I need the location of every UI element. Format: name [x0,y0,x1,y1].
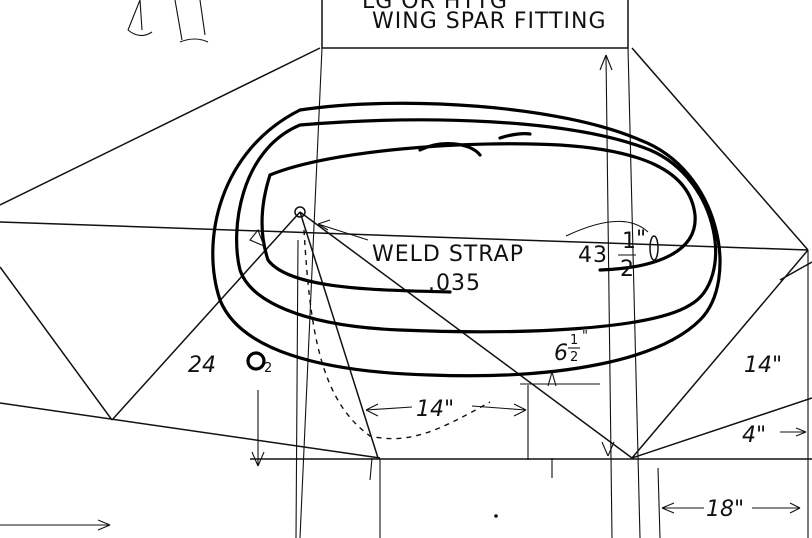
weld-end-marker [649,235,659,261]
dimension-14-horizontal: 14" [365,397,527,422]
vertical-reference-lines [257,47,809,538]
dimension-18: 18" [661,497,801,522]
stray-dot [494,514,498,518]
dim-6-den: 2 [570,350,578,365]
dimension-43: 43 1 2 " [578,54,647,457]
title-line-1: LG OR HTTG [362,0,508,14]
dashed-arc [303,229,491,440]
dimension-24: 24 2 [188,228,272,467]
dim-4-label: 4" [742,423,766,448]
dim-43-den: 2 [620,257,635,282]
weld-strap-outline [211,101,722,378]
dim-18-label: 18" [706,497,744,522]
dim-24-frac: 2 [264,361,272,376]
weld-strap-label: WELD STRAP [372,242,524,267]
dim-6-unit: " [582,329,588,344]
thickness-label: .035 [428,271,481,296]
weld-point-marker [294,206,306,218]
dim-43-num: 1 [622,229,637,254]
dim-43-unit: " [636,227,647,252]
dimension-4: 4" [742,423,807,448]
title-line-2: WING SPAR FITTING [372,9,607,34]
dim-14b-label: 14" [744,353,782,378]
weld-strap-callout: WELD STRAP .035 [294,206,659,296]
dim-24-whole: 24 [188,353,216,378]
dimension-6: 6 1 2 " [520,329,600,387]
left-bottom-arrow [0,519,111,531]
title-box: LG OR HTTG WING SPAR FITTING [321,0,629,49]
dim-14-label: 14" [416,397,454,422]
dim-24-scribble [246,351,266,371]
dim-6-whole: 6 [554,341,568,366]
dim-6-num: 1 [570,333,578,348]
dimension-14-vertical: 14" [744,353,782,378]
top-sketch-fragment [127,0,209,43]
dim-43-whole: 43 [578,243,608,268]
frame-lines [0,47,812,460]
